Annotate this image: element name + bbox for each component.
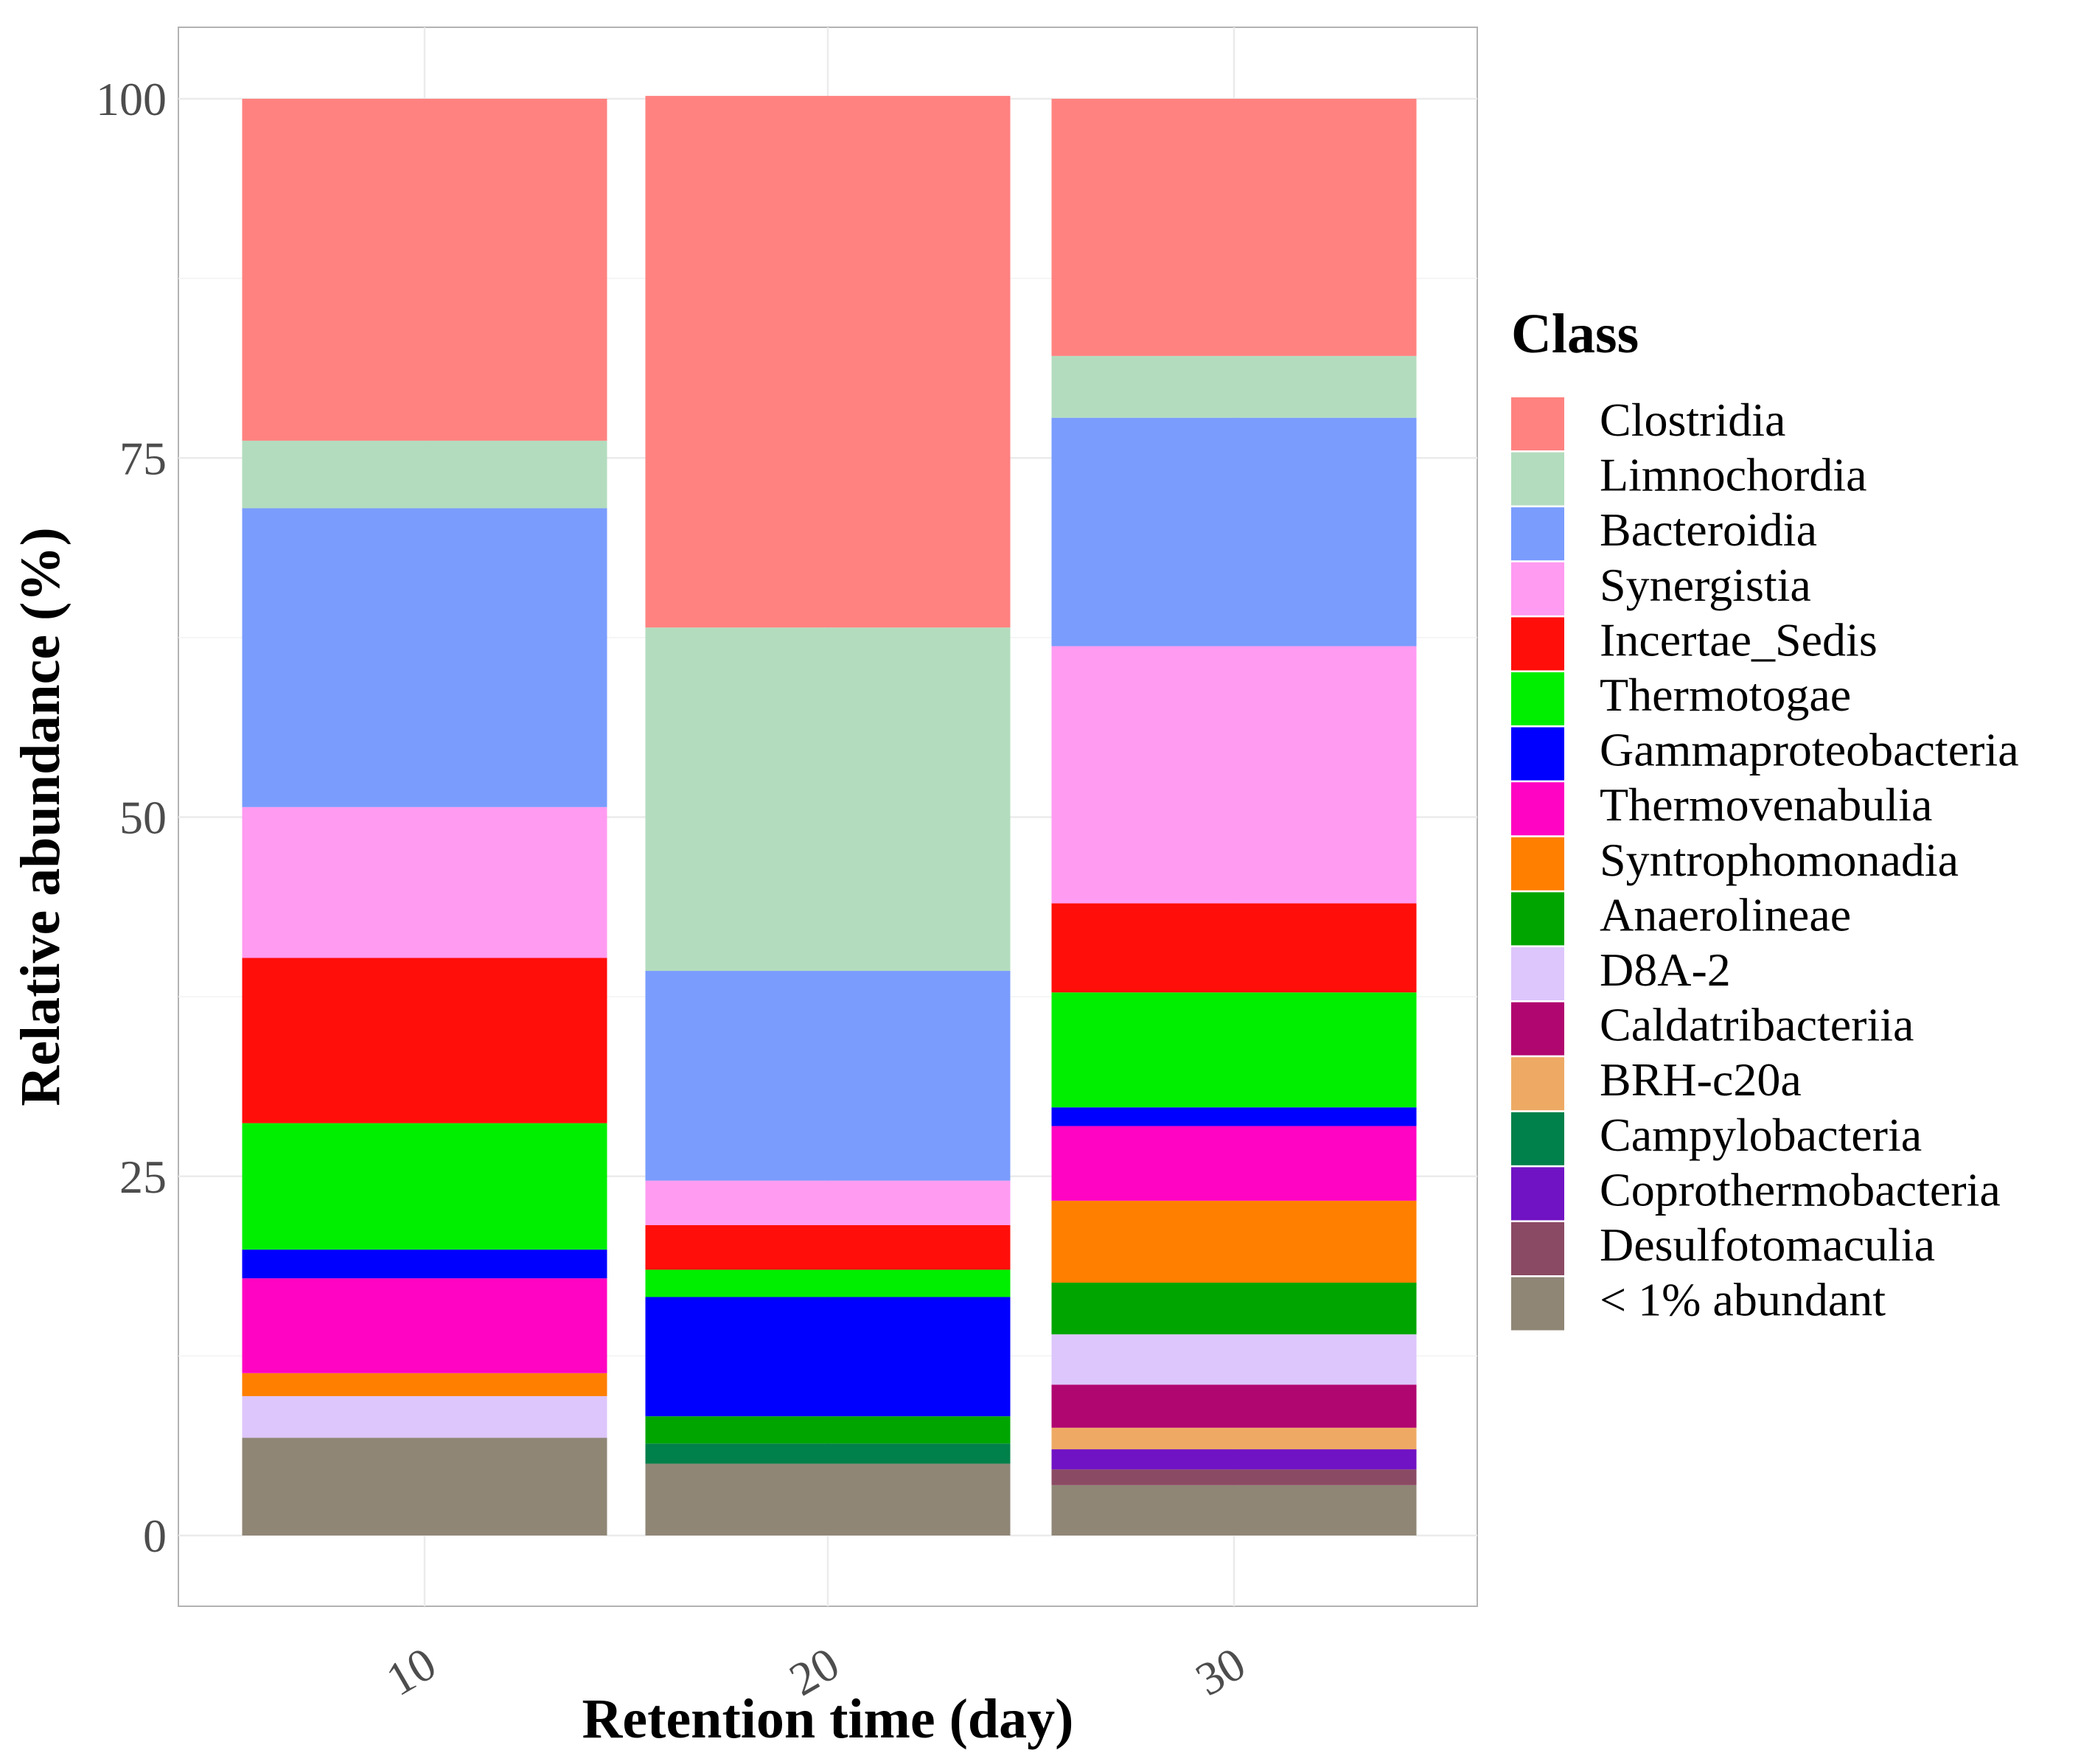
x-tick-label: 30 — [1187, 1637, 1254, 1706]
bar-segment — [242, 1278, 607, 1373]
bar-segment — [1051, 1200, 1417, 1283]
legend-label: Gammaproteobacteria — [1600, 724, 2019, 776]
legend-key — [1511, 672, 1564, 725]
bar-segment — [645, 1443, 1011, 1464]
legend-key — [1511, 947, 1564, 1000]
legend-label: Incertae_Sedis — [1600, 613, 1878, 666]
legend-key — [1511, 452, 1564, 506]
bar-segment — [242, 1249, 607, 1279]
legend-label: Thermotogae — [1600, 669, 1851, 721]
bar-segment — [645, 1180, 1011, 1226]
legend-key — [1511, 892, 1564, 946]
legend-label: Limnochordia — [1600, 449, 1867, 501]
bar-segment — [242, 806, 607, 958]
bar-segment — [1051, 1334, 1417, 1385]
bar-segment — [242, 1373, 607, 1396]
legend-label: Campylobacteria — [1600, 1109, 1922, 1161]
bar-segment — [242, 1437, 607, 1535]
legend-label: Caldatribacteriia — [1600, 999, 1914, 1051]
y-tick-label: 0 — [143, 1510, 167, 1562]
bar-segment — [242, 99, 607, 441]
y-tick-label: 25 — [119, 1151, 167, 1203]
bar-segment — [645, 627, 1011, 972]
legend-title: Class — [1511, 303, 1639, 365]
bar-segment — [1051, 646, 1417, 904]
bar-segment — [645, 96, 1011, 628]
legend-label: Anaerolineae — [1600, 888, 1851, 941]
y-tick-label: 50 — [119, 792, 167, 844]
legend-key — [1511, 397, 1564, 450]
legend-key — [1511, 782, 1564, 836]
legend-key — [1511, 507, 1564, 561]
bar-segment — [242, 508, 607, 807]
legend-key — [1511, 1002, 1564, 1056]
bar-segment — [645, 1269, 1011, 1297]
bar-segment — [1051, 992, 1417, 1108]
bar-segment — [242, 440, 607, 509]
legend-key — [1511, 727, 1564, 781]
bar-segment — [1051, 1282, 1417, 1335]
bar-segment — [242, 1123, 607, 1250]
bar-segment — [1051, 417, 1417, 646]
legend-label: < 1% abundant — [1600, 1274, 1886, 1326]
legend-key — [1511, 837, 1564, 890]
bar-segment — [645, 971, 1011, 1181]
bar-segment — [1051, 99, 1417, 356]
bar-segment — [1051, 1485, 1417, 1535]
bar-segment — [1051, 1469, 1417, 1485]
legend-label: Desulfotomaculia — [1600, 1219, 1935, 1271]
legend-key — [1511, 1112, 1564, 1165]
bar-segment — [242, 958, 607, 1123]
bar-segment — [645, 1297, 1011, 1417]
bar-segment — [645, 1463, 1011, 1535]
x-tick-label: 10 — [377, 1637, 445, 1706]
y-axis-ticks: 0 25 50 75 100 — [96, 73, 167, 1562]
legend-label: Syntrophomonadia — [1600, 834, 1959, 886]
legend-label: Thermovenabulia — [1600, 778, 1932, 831]
bar-segment — [1051, 1126, 1417, 1201]
y-tick-label: 75 — [119, 432, 167, 484]
bar-segment — [645, 1416, 1011, 1444]
x-axis-title: Retention time (day) — [582, 1688, 1074, 1750]
bar-segment — [1051, 1449, 1417, 1470]
legend: Class ClostridiaLimnochordiaBacteroidiaS… — [1511, 303, 2019, 1331]
bar-segment — [1051, 1384, 1417, 1428]
legend-key — [1511, 1222, 1564, 1275]
legend-label: Clostridia — [1600, 394, 1785, 446]
legend-key — [1511, 1057, 1564, 1111]
y-axis-title: Relative abundance (%) — [10, 527, 72, 1106]
legend-label: Synergistia — [1600, 559, 1811, 611]
bar-segment — [1051, 1427, 1417, 1450]
legend-label: Coprothermobacteria — [1600, 1163, 2001, 1216]
legend-label: D8A-2 — [1600, 944, 1731, 996]
legend-key — [1511, 562, 1564, 616]
bar-segment — [645, 1225, 1011, 1270]
bar-segment — [242, 1395, 607, 1438]
legend-label: BRH-c20a — [1600, 1053, 1802, 1106]
legend-key — [1511, 1167, 1564, 1221]
y-tick-label: 100 — [96, 73, 167, 125]
legend-key — [1511, 617, 1564, 671]
bar-segment — [1051, 355, 1417, 418]
legend-key — [1511, 1277, 1564, 1331]
legend-label: Bacteroidia — [1600, 503, 1817, 556]
bar-segment — [1051, 1107, 1417, 1126]
bar-segment — [1051, 903, 1417, 993]
legend-items: ClostridiaLimnochordiaBacteroidiaSynergi… — [1511, 394, 2019, 1331]
bars — [242, 96, 1417, 1535]
